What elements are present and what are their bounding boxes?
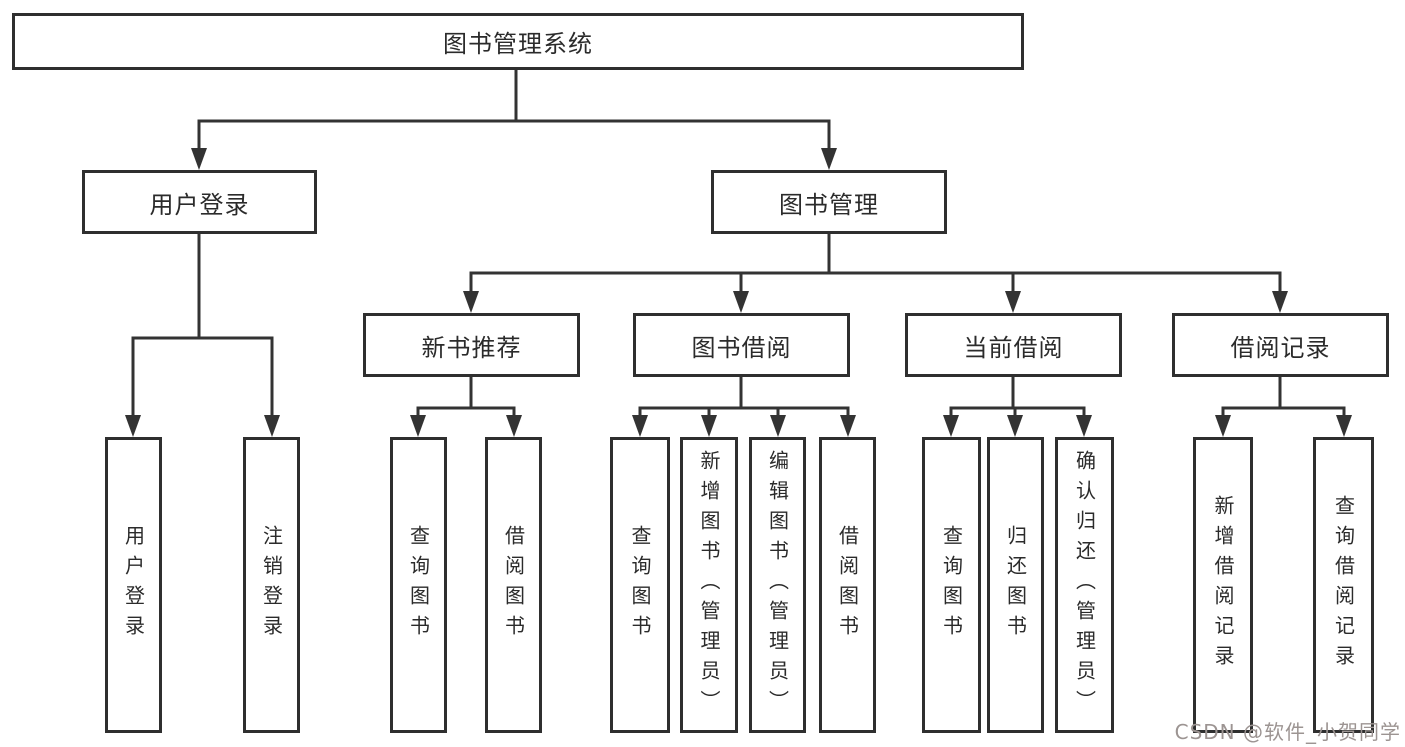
node-label: 新增图书（管理员） xyxy=(697,450,721,720)
arrowhead xyxy=(191,148,207,170)
arrowhead xyxy=(1076,415,1092,437)
connector-borrow-records xyxy=(1221,377,1346,419)
node-label: 查询图书 xyxy=(939,525,964,645)
arrowheads-borrow-records xyxy=(1215,415,1352,437)
node-current-borrow: 当前借阅 xyxy=(905,313,1122,377)
leaf-records-add-borrow-record: 新增借阅记录 xyxy=(1193,437,1253,733)
node-label: 归还图书 xyxy=(1003,525,1028,645)
arrowhead xyxy=(840,415,856,437)
node-new-book-recommend: 新书推荐 xyxy=(363,313,580,377)
node-label: 图书管理系统 xyxy=(443,30,593,58)
node-label: 当前借阅 xyxy=(963,333,1064,362)
arrowhead xyxy=(821,148,837,170)
arrowhead xyxy=(410,415,426,437)
leaf-borrow-query-books: 查询图书 xyxy=(610,437,670,733)
node-book-management: 图书管理 xyxy=(711,170,947,234)
node-label: 注销登录 xyxy=(259,525,284,645)
arrowhead xyxy=(701,415,717,437)
connector-book-mgmt xyxy=(469,234,1282,295)
leaf-current-confirm-return-admin: 确认归还（管理员） xyxy=(1055,437,1114,733)
node-label: 查询图书 xyxy=(406,525,431,645)
connector-root xyxy=(197,70,831,150)
arrowheads-book-borrow xyxy=(632,415,856,437)
connector-new-book xyxy=(416,377,516,419)
leaf-current-return-books: 归还图书 xyxy=(987,437,1044,733)
arrowhead xyxy=(733,291,749,313)
node-label: 用户登录 xyxy=(149,190,250,219)
arrowheads-user-login xyxy=(125,415,280,437)
node-label: 用户登录 xyxy=(121,525,146,645)
arrowhead xyxy=(125,415,141,437)
node-label: 编辑图书（管理员） xyxy=(765,450,790,720)
arrowhead xyxy=(463,291,479,313)
node-root-library-system: 图书管理系统 xyxy=(12,13,1024,70)
arrowheads-book-mgmt xyxy=(463,291,1288,313)
arrowhead xyxy=(1272,291,1288,313)
node-label: 借阅记录 xyxy=(1230,333,1331,362)
connector-current-borrow xyxy=(949,377,1086,419)
arrowhead xyxy=(1007,415,1023,437)
node-label: 借阅图书 xyxy=(835,525,860,645)
node-borrow-records: 借阅记录 xyxy=(1172,313,1389,377)
arrowheads-new-book xyxy=(410,415,522,437)
leaf-newbook-query-books: 查询图书 xyxy=(390,437,447,733)
node-label: 查询借阅记录 xyxy=(1331,495,1356,675)
node-label: 图书借阅 xyxy=(691,333,792,362)
arrowhead xyxy=(1005,291,1021,313)
leaf-logout: 注销登录 xyxy=(243,437,300,733)
node-user-login: 用户登录 xyxy=(82,170,317,234)
node-book-borrow: 图书借阅 xyxy=(633,313,850,377)
leaf-records-query-borrow-record: 查询借阅记录 xyxy=(1313,437,1374,733)
arrowhead xyxy=(632,415,648,437)
leaf-borrow-add-books-admin: 新增图书（管理员） xyxy=(680,437,738,733)
arrowheads-root xyxy=(191,148,837,170)
arrowhead xyxy=(1215,415,1231,437)
node-label: 新增借阅记录 xyxy=(1211,495,1235,675)
node-label: 确认归还（管理员） xyxy=(1072,450,1097,720)
leaf-current-query-books: 查询图书 xyxy=(922,437,981,733)
node-label: 新书推荐 xyxy=(421,333,522,362)
arrowhead xyxy=(770,415,786,437)
node-label: 图书管理 xyxy=(779,190,879,219)
arrowheads-current-borrow xyxy=(943,415,1092,437)
arrowhead xyxy=(1336,415,1352,437)
leaf-borrow-borrow-books: 借阅图书 xyxy=(819,437,876,733)
csdn-watermark: CSDN @软件_小贺同学 xyxy=(1174,720,1401,744)
arrowhead xyxy=(506,415,522,437)
leaf-user-login: 用户登录 xyxy=(105,437,162,733)
arrowhead xyxy=(264,415,280,437)
connector-book-borrow xyxy=(638,377,850,419)
arrowhead xyxy=(943,415,959,437)
leaf-newbook-borrow-books: 借阅图书 xyxy=(485,437,542,733)
node-label: 查询图书 xyxy=(628,525,652,645)
connector-user-login xyxy=(131,234,274,417)
node-label: 借阅图书 xyxy=(501,525,526,645)
leaf-borrow-edit-books-admin: 编辑图书（管理员） xyxy=(749,437,806,733)
